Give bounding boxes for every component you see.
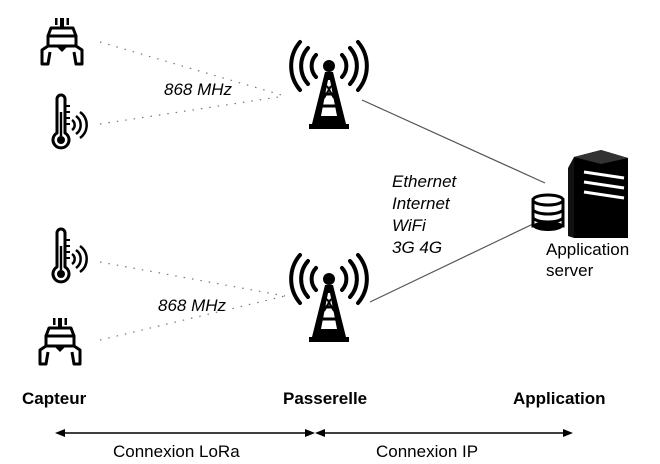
media-label: WiFi xyxy=(392,216,427,235)
server-label-line1: Application xyxy=(546,240,629,259)
column-label-application: Application xyxy=(513,389,606,408)
gateway-antenna-icon-bottom xyxy=(289,253,369,344)
frequency-label-top: 868 MHz xyxy=(164,80,233,99)
actuator-gripper-icon-top xyxy=(40,16,84,66)
lora-connection-arrow xyxy=(55,429,315,437)
media-label: 3G 4G xyxy=(392,238,442,257)
ip-link-bottom xyxy=(369,223,534,303)
lora-link-bottom-1 xyxy=(99,261,286,297)
ip-link-top xyxy=(361,99,546,184)
column-label-gateway: Passerelle xyxy=(283,389,367,408)
lora-link-top-2 xyxy=(99,95,286,125)
media-label: Ethernet xyxy=(392,172,458,191)
connection-label-lora: Connexion LoRa xyxy=(113,442,240,461)
actuator-gripper-icon-bottom xyxy=(38,316,82,366)
frequency-label-bottom: 868 MHz xyxy=(158,296,227,315)
connection-label-ip: Connexion IP xyxy=(376,442,478,461)
media-label: Internet xyxy=(392,194,451,213)
ip-media-list: Ethernet Internet WiFi 3G 4G xyxy=(392,172,458,257)
thermometer-sensor-icon-bottom xyxy=(51,227,89,284)
ip-connection-arrow xyxy=(315,429,573,437)
server-label-line2: server xyxy=(546,261,594,280)
column-label-sensor: Capteur xyxy=(22,389,87,408)
thermometer-sensor-icon-top xyxy=(51,93,89,150)
gateway-antenna-icon-top xyxy=(289,40,369,131)
application-server-icon xyxy=(531,150,628,238)
